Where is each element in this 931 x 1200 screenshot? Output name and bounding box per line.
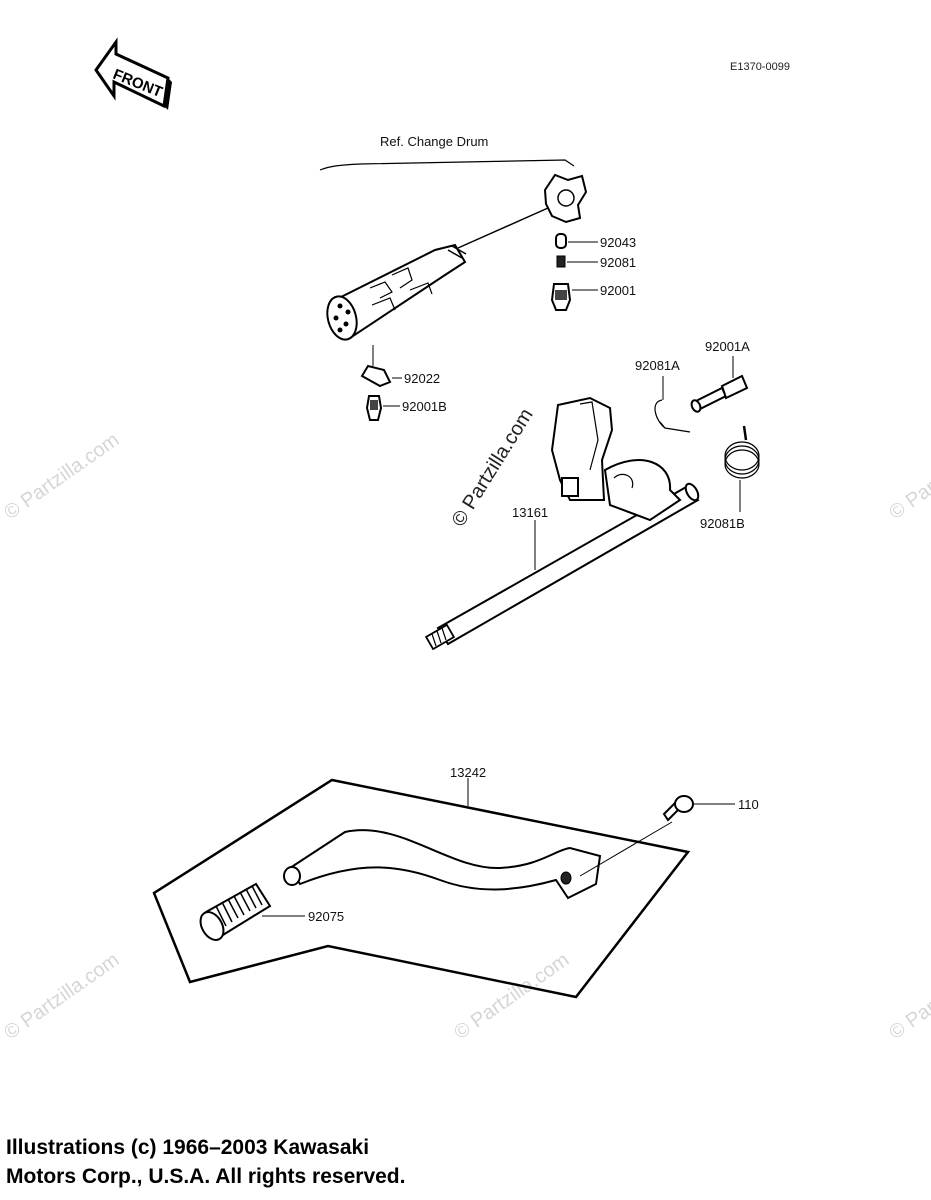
reference-label: Ref. Change Drum xyxy=(380,134,488,149)
part-13242-shift-pedal-assembly xyxy=(152,778,691,999)
part-92043-pin xyxy=(555,233,567,249)
part-13161-shift-shaft xyxy=(424,396,700,651)
front-arrow-icon: FRONT xyxy=(94,37,172,110)
reference-bracket xyxy=(319,159,575,171)
diagram-code: E1370-0099 xyxy=(730,61,790,73)
watermark-right-upper: © Partzilla.com xyxy=(885,429,931,524)
label-92081A: 92081A xyxy=(635,358,680,373)
label-92001B: 92001B xyxy=(402,399,447,414)
label-92001: 92001 xyxy=(600,283,636,298)
copyright-line-2: Motors Corp., U.S.A. All rights reserved… xyxy=(6,1165,406,1188)
label-92043: 92043 xyxy=(600,235,636,250)
watermark-left-upper: © Partzilla.com xyxy=(0,429,123,524)
change-drum-illustration xyxy=(326,173,588,341)
label-13161: 13161 xyxy=(512,505,548,520)
part-92075-pedal-rubber xyxy=(199,882,272,941)
part-92081A-spring xyxy=(654,399,691,433)
part-92022-stopper xyxy=(360,364,392,388)
label-92075: 92075 xyxy=(308,909,344,924)
label-92022: 92022 xyxy=(404,371,440,386)
label-92081: 92081 xyxy=(600,255,636,270)
watermark-left-lower: © Partzilla.com xyxy=(0,949,123,1044)
part-110-bolt xyxy=(662,795,694,822)
label-92081B: 92081B xyxy=(700,516,745,531)
copyright-notice: Illustrations (c) 1966–2003 Kawasaki Mot… xyxy=(6,1133,706,1191)
label-110: 110 xyxy=(738,797,759,812)
copyright-line-1: Illustrations (c) 1966–2003 Kawasaki xyxy=(6,1136,370,1159)
part-92081-spring xyxy=(556,255,566,268)
part-92001A-stud xyxy=(690,374,749,413)
label-13242: 13242 xyxy=(450,765,486,780)
watermark-right-lower: © Partzilla.com xyxy=(885,949,931,1044)
part-92081B-spring xyxy=(724,425,760,479)
label-92001A: 92001A xyxy=(705,339,750,354)
watermark-center-lower: © Partzilla.com xyxy=(450,949,573,1044)
